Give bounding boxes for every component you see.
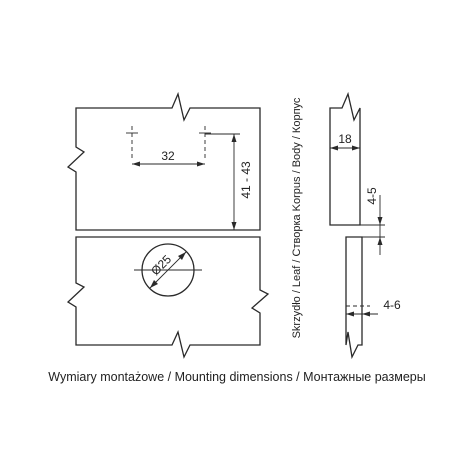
gap-top-label: 4-5: [365, 187, 379, 205]
leaf-side-outline: [345, 236, 363, 360]
dim-18-arrow-left: [330, 145, 338, 151]
dim-32-arrow-left: [132, 161, 140, 167]
body-thickness-label: 18: [338, 132, 352, 146]
vertical-label: Skrzydło / Leaf / Створка Korpus / Body …: [291, 97, 303, 338]
leaf-panel-outline: [66, 236, 270, 359]
cup-diameter-label: Ø25: [148, 252, 174, 278]
dim-46-arrow-left: [346, 311, 354, 317]
dim-32-arrow-right: [197, 161, 205, 167]
dim-41-arrow-top: [231, 134, 237, 142]
dim-45-arrow-top: [377, 217, 383, 225]
edge-distance-label: 41 - 43: [239, 161, 253, 199]
caption: Wymiary montażowe / Mounting dimensions …: [48, 370, 426, 384]
body-panel-outline: [66, 91, 261, 231]
cup-arrow-a: [150, 280, 158, 288]
gap-bottom-label: 4-6: [383, 298, 401, 312]
dim-45-arrow-bottom: [377, 237, 383, 245]
dim-46-arrow-right: [362, 311, 370, 317]
cup-arrow-b: [178, 252, 186, 260]
hole-spacing-label: 32: [161, 149, 175, 163]
body-side-outline: [329, 91, 361, 226]
dim-18-arrow-right: [352, 145, 360, 151]
dim-41-arrow-bottom: [231, 222, 237, 230]
